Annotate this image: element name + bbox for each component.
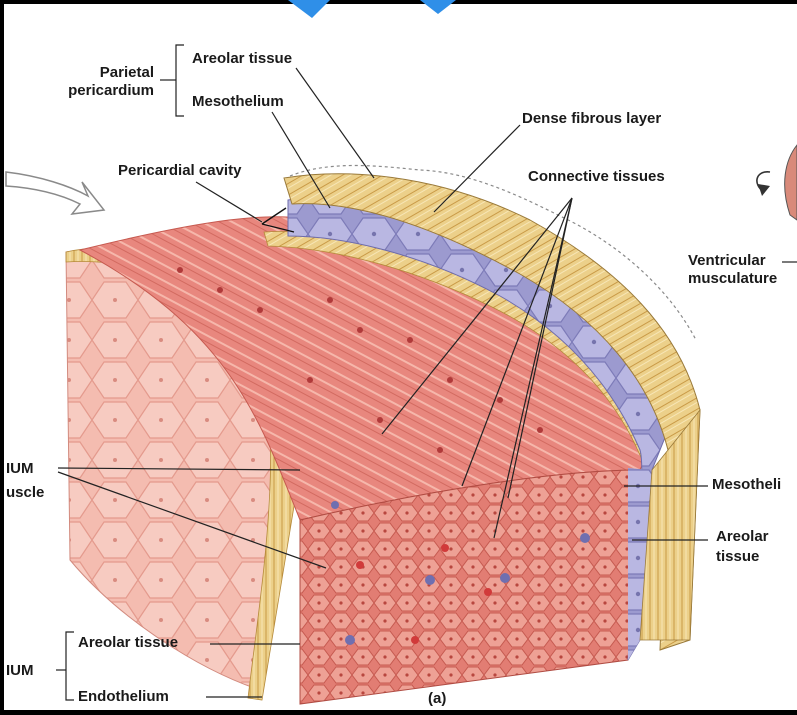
label-areolar-tissue-bottom: Areolar tissue bbox=[78, 634, 178, 652]
label-parietal-pericardium-line1: Parietal bbox=[60, 64, 154, 82]
label-pericardial-cavity: Pericardial cavity bbox=[118, 162, 241, 180]
label-mesothelium-top: Mesothelium bbox=[192, 93, 284, 111]
heart-outline-fragment bbox=[785, 145, 797, 220]
label-dense-fibrous-layer: Dense fibrous layer bbox=[522, 110, 661, 128]
label-parietal-pericardium-line2: pericardium bbox=[30, 82, 154, 100]
label-areolar-tissue-top: Areolar tissue bbox=[192, 50, 292, 68]
label-ventricular-line1: Ventricular bbox=[688, 252, 766, 270]
label-endothelium: Endothelium bbox=[78, 688, 169, 706]
orientation-arrow-icon bbox=[6, 172, 104, 214]
label-connective-tissues: Connective tissues bbox=[528, 168, 665, 186]
label-ventricular-line2: musculature bbox=[688, 270, 777, 288]
panel-label: (a) bbox=[428, 690, 446, 708]
label-endocardium-fragment: IUM bbox=[6, 662, 34, 680]
label-areolar-right-line1: Areolar bbox=[716, 528, 769, 546]
label-mesothelium-right: Mesotheli bbox=[712, 476, 781, 494]
label-muscle-fragment: uscle bbox=[6, 484, 44, 502]
label-areolar-right-line2: tissue bbox=[716, 548, 759, 566]
watermark-shape-left bbox=[288, 0, 330, 18]
watermark-shape-right bbox=[420, 0, 456, 14]
label-myocardium-fragment: IUM bbox=[6, 460, 34, 478]
